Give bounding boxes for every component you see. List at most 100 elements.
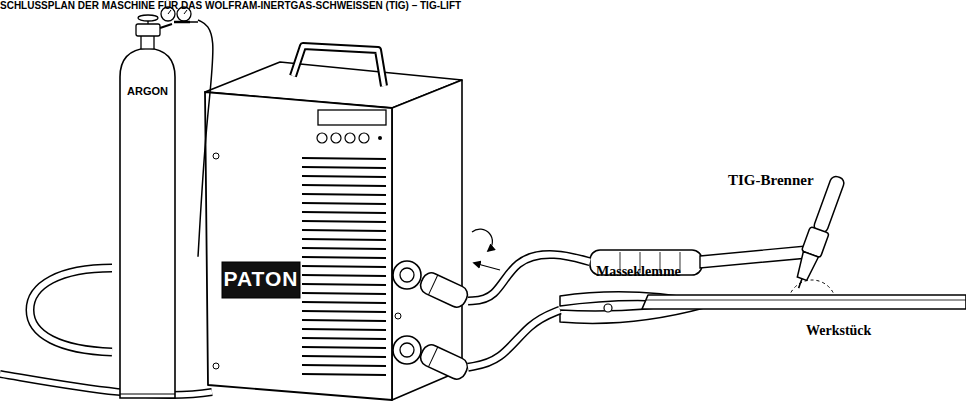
floor-hose bbox=[30, 268, 112, 352]
gas-cylinder-drawing bbox=[120, 394, 175, 395]
vent-slat bbox=[302, 275, 386, 276]
welding-machine-drawing bbox=[378, 136, 382, 140]
gas-cylinder-outline bbox=[112, 2, 198, 402]
gas-cylinder-drawing bbox=[120, 48, 175, 398]
vent-slat bbox=[302, 293, 386, 294]
floor-hose bbox=[30, 268, 112, 352]
welding-machine-drawing bbox=[395, 313, 401, 319]
welding-machine-outline bbox=[198, 36, 468, 404]
welding-machine-drawing bbox=[331, 133, 341, 143]
cable-plug bbox=[428, 275, 437, 295]
brand-logo: PATON bbox=[222, 267, 300, 290]
vent-slat bbox=[302, 158, 386, 159]
welding-machine-drawing bbox=[400, 343, 414, 357]
cable-plug bbox=[428, 347, 437, 367]
welding-machine-drawing bbox=[222, 262, 300, 298]
torch-cable-outline bbox=[468, 255, 590, 301]
vent-slat bbox=[302, 266, 386, 267]
tig-torch-drawing bbox=[590, 174, 848, 292]
workpiece-drawing bbox=[642, 295, 966, 309]
welding-machine-drawing bbox=[393, 336, 421, 364]
welding-machine-drawing bbox=[293, 46, 384, 86]
power-cable bbox=[0, 374, 212, 395]
cable-plug bbox=[418, 270, 471, 310]
ground-cable-core bbox=[468, 310, 560, 367]
vent-slat bbox=[302, 221, 386, 222]
tig-torch-drawing bbox=[799, 279, 802, 288]
tig-torch-drawing bbox=[700, 246, 808, 268]
insert-arrow bbox=[474, 263, 500, 270]
rotation-arrow bbox=[472, 229, 500, 270]
ground-clamp-drawing bbox=[604, 304, 612, 312]
workpiece: Werkstück bbox=[640, 292, 966, 352]
torch-cable bbox=[468, 255, 590, 301]
welding-machine-drawing bbox=[293, 46, 384, 86]
vent-slat bbox=[302, 176, 386, 177]
ground-cable bbox=[468, 310, 560, 367]
vent-slat bbox=[302, 239, 386, 240]
vent-slat bbox=[302, 302, 386, 303]
welding-machine-drawing bbox=[318, 110, 386, 125]
tig-torch-drawing bbox=[789, 174, 848, 292]
vent-slat bbox=[302, 212, 386, 213]
power-cable bbox=[0, 374, 212, 395]
vent-slat bbox=[302, 356, 386, 357]
vent-slat bbox=[302, 338, 386, 339]
vent-slat bbox=[302, 311, 386, 312]
gas-hose bbox=[198, 20, 213, 257]
gas-cylinder-drawing bbox=[138, 15, 158, 21]
ground-cable-outline bbox=[468, 310, 560, 367]
part-label: Werkstück bbox=[806, 323, 918, 338]
vent-slat bbox=[302, 365, 386, 366]
cylinder-label: ARGON bbox=[120, 85, 175, 97]
part-label: TIG-Brenner bbox=[728, 172, 840, 189]
welding-machine: PATON bbox=[198, 36, 468, 404]
gas-cylinder-drawing bbox=[136, 24, 160, 36]
vent-slat bbox=[302, 230, 386, 231]
workpiece-outline bbox=[640, 292, 966, 352]
gas-cylinder-drawing bbox=[147, 21, 148, 24]
vent-slat bbox=[302, 194, 386, 195]
welding-machine-drawing bbox=[317, 133, 327, 143]
cable-plug bbox=[418, 270, 471, 310]
welding-machine-drawing bbox=[400, 268, 414, 282]
workpiece-drawing bbox=[642, 295, 966, 309]
welding-machine-drawing bbox=[213, 363, 219, 369]
tig-torch-drawing bbox=[813, 175, 846, 234]
vent-slat bbox=[302, 257, 386, 258]
workpiece-drawing bbox=[646, 300, 966, 301]
power-cable bbox=[0, 374, 212, 395]
rotation-arrow bbox=[472, 229, 492, 251]
gas-cylinder-drawing bbox=[174, 21, 190, 24]
part-label: Masseklemme bbox=[596, 264, 710, 279]
diagram-title: SCHLUSSPLAN DER MASCHINE FÜR DAS WOLFRAM… bbox=[0, 0, 966, 11]
vent-slat bbox=[302, 320, 386, 321]
gas-cylinder: ARGON bbox=[112, 2, 198, 402]
cable-plug bbox=[418, 342, 471, 382]
gas-cylinder-drawing bbox=[120, 7, 198, 398]
torch-cable-core bbox=[468, 255, 590, 301]
vent-slat bbox=[302, 329, 386, 330]
welding-machine-drawing bbox=[345, 133, 355, 143]
welding-machine-drawing bbox=[359, 133, 369, 143]
vent-slat bbox=[302, 185, 386, 186]
cable-plug bbox=[418, 342, 471, 382]
gas-hose-line bbox=[198, 20, 213, 257]
vent-slat bbox=[302, 347, 386, 348]
gas-cylinder-drawing bbox=[160, 24, 172, 28]
welding-machine-drawing bbox=[205, 92, 392, 400]
gas-cylinder-drawing bbox=[190, 21, 198, 23]
vent-slat bbox=[302, 248, 386, 249]
vent-slat bbox=[302, 203, 386, 204]
tig-torch-drawing bbox=[794, 252, 818, 282]
welding-machine-drawing bbox=[213, 153, 219, 159]
welding-machine-drawing bbox=[205, 46, 470, 400]
vent-slat bbox=[302, 374, 386, 375]
welding-machine-drawing bbox=[393, 261, 421, 289]
vent-slat bbox=[302, 167, 386, 168]
floor-hose bbox=[30, 268, 112, 352]
vent-slat bbox=[302, 284, 386, 285]
